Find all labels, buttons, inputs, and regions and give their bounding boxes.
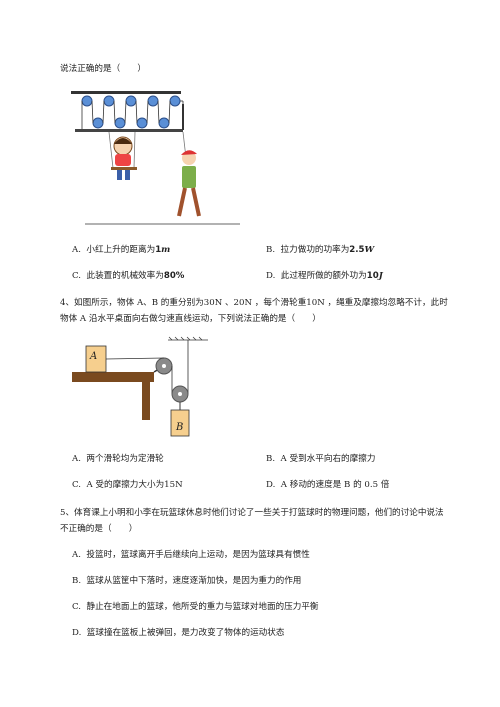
q3-stem-tail: 说法正确的是（ ） <box>60 64 146 74</box>
q3-pulley-figure <box>71 91 240 225</box>
q5-option-c[interactable]: C. 静止在地面上的篮球，他所受的重力与篮球对地面的压力平衡 <box>72 602 319 612</box>
block-a-label: A <box>90 351 98 362</box>
q3-option-a[interactable]: A. 小红上升的距离为1m <box>72 245 171 255</box>
q4-stem-line1: 4、如图所示，物体 A、B 的重分别为30N 、20N ，每个滑轮重10N ，绳… <box>60 298 448 308</box>
q3-option-b[interactable]: B. 拉力做功的功率为2.5W <box>266 245 375 255</box>
block-b-label: B <box>176 422 184 433</box>
q3-option-c[interactable]: C. 此装置的机械效率为80% <box>72 271 185 281</box>
q4-option-d[interactable]: D. A 移动的速度是 B 的 0.5 倍 <box>266 480 390 490</box>
q4-stem-line2: 物体 A 沿水平桌面向右做匀速直线运动，下列说法正确的是（ ） <box>60 314 321 324</box>
q3-option-d[interactable]: D. 此过程所做的额外功为10J <box>266 271 383 281</box>
q4-option-a[interactable]: A. 两个滑轮均为定滑轮 <box>72 454 164 464</box>
q5-option-b[interactable]: B. 篮球从篮筐中下落时，速度逐渐加快，是因为重力的作用 <box>72 576 302 586</box>
q5-stem-line2: 不正确的是（ ） <box>60 524 138 534</box>
q5-option-d[interactable]: D. 篮球撞在篮板上被弹回，是力改变了物体的运动状态 <box>72 628 285 638</box>
q4-option-c[interactable]: C. A 受的摩擦力大小为15N <box>72 480 183 490</box>
q5-stem-line1: 5、体育课上小明和小李在玩篮球休息时他们讨论了一些关于打篮球时的物理问题，他们的… <box>60 508 444 518</box>
q5-option-a[interactable]: A. 投篮时，篮球离开手后继续向上运动，是因为篮球具有惯性 <box>72 550 310 560</box>
q4-pulley-figure <box>72 336 208 437</box>
q4-option-b[interactable]: B. A 受到水平向右的摩擦力 <box>266 454 376 464</box>
